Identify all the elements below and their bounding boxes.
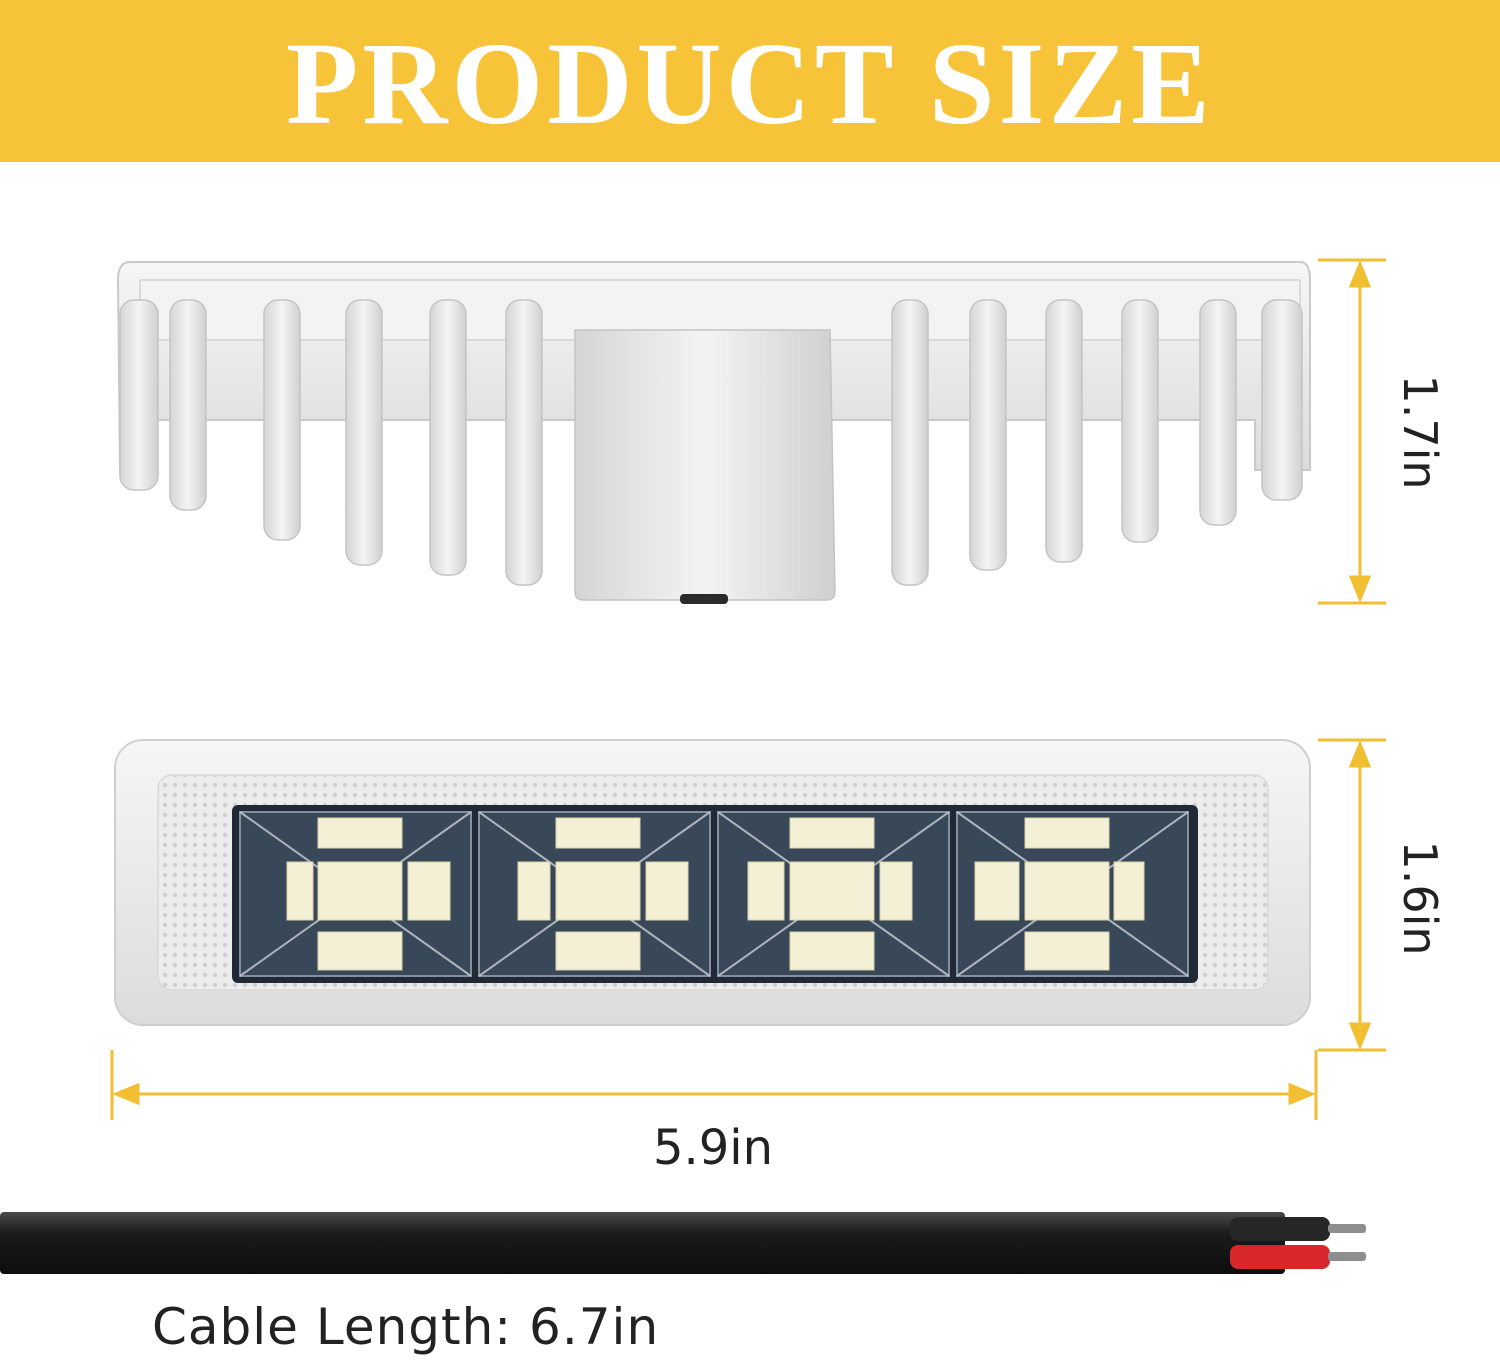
- width-label: 5.9in: [652, 1120, 774, 1176]
- cable-length-label: Cable Length: 6.7in: [152, 1298, 660, 1356]
- dimension-lines: [110, 258, 1386, 1120]
- header-banner: PRODUCT SIZE: [0, 0, 1500, 162]
- banner-title: PRODUCT SIZE: [286, 18, 1214, 149]
- power-cable-icon: [0, 1212, 1366, 1274]
- light-bar-front-view-icon: [114, 739, 1311, 1026]
- front-height-label: 1.6in: [1393, 840, 1447, 956]
- side-height-label: 1.7in: [1393, 374, 1447, 490]
- light-bar-side-view-icon: [116, 261, 1311, 604]
